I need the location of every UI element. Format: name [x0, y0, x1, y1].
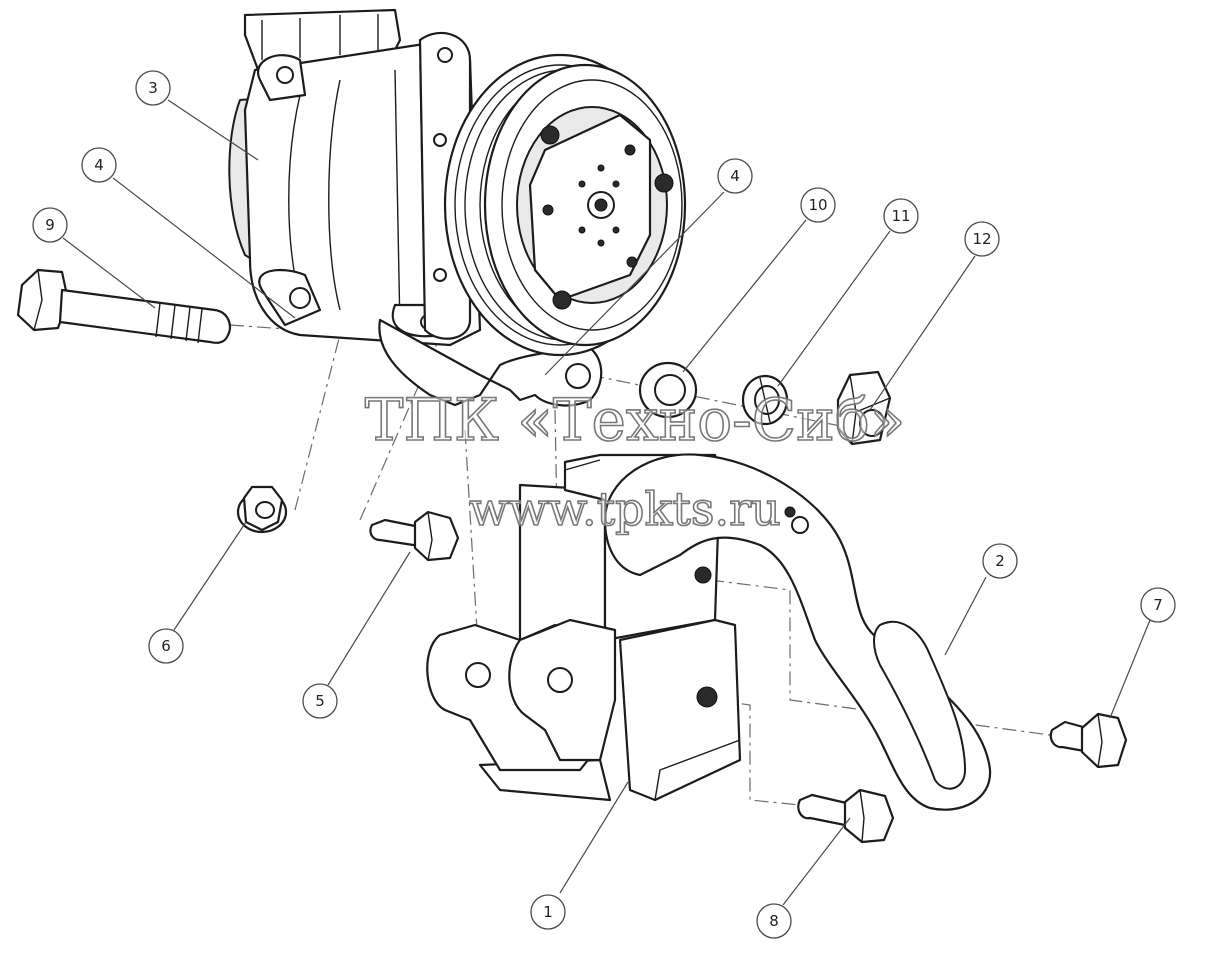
- callout-8: 8: [756, 903, 792, 939]
- callout-11-label: 11: [891, 207, 910, 225]
- callout-1-label: 1: [543, 903, 553, 921]
- callout-2-label: 2: [995, 552, 1005, 570]
- callout-1: 1: [530, 894, 566, 930]
- watermark-line-2: www.tpkts.ru: [469, 482, 780, 536]
- callout-9: 9: [32, 207, 68, 243]
- spring-washer-part-11: [741, 374, 789, 426]
- leader-lines: [62, 99, 1151, 906]
- callout-5: 5: [302, 683, 338, 719]
- callout-2: 2: [982, 543, 1018, 579]
- callout-6-label: 6: [161, 637, 171, 655]
- nut-part-12: [836, 370, 892, 446]
- watermark: ТПК «Техно-Сиб» www.tpkts.ru: [364, 385, 906, 537]
- callout-7-label: 7: [1153, 596, 1163, 614]
- callout-3: 3: [135, 70, 171, 106]
- flange-nut-part-6: [236, 485, 288, 534]
- callout-4-right-label: 4: [730, 167, 740, 185]
- compressor-part-3: [228, 8, 687, 407]
- callout-4-left: 4: [81, 147, 117, 183]
- adjusting-arm-part-2: [603, 453, 992, 811]
- callout-12-label: 12: [972, 230, 991, 248]
- callout-4-right: 4: [717, 158, 753, 194]
- callout-3-label: 3: [148, 79, 158, 97]
- callout-12: 12: [964, 221, 1000, 257]
- long-bolt-part-9: [16, 268, 232, 344]
- watermark-line-1: ТПК «Техно-Сиб»: [365, 386, 905, 454]
- callout-10: 10: [800, 187, 836, 223]
- callout-4-left-label: 4: [94, 156, 104, 174]
- callout-5-label: 5: [315, 692, 325, 710]
- flat-washer-part-10: [638, 361, 698, 419]
- callout-7: 7: [1140, 587, 1176, 623]
- callout-11: 11: [883, 198, 919, 234]
- callout-8-label: 8: [769, 912, 779, 930]
- callout-10-label: 10: [808, 196, 827, 214]
- callout-9-label: 9: [45, 216, 55, 234]
- bolt-part-7: [1049, 712, 1128, 769]
- callout-6: 6: [148, 628, 184, 664]
- short-bolt-part-5: [369, 510, 460, 562]
- callouts: 1 2 3 4 4 5 6 7: [32, 70, 1176, 939]
- bolt-part-8: [797, 788, 895, 844]
